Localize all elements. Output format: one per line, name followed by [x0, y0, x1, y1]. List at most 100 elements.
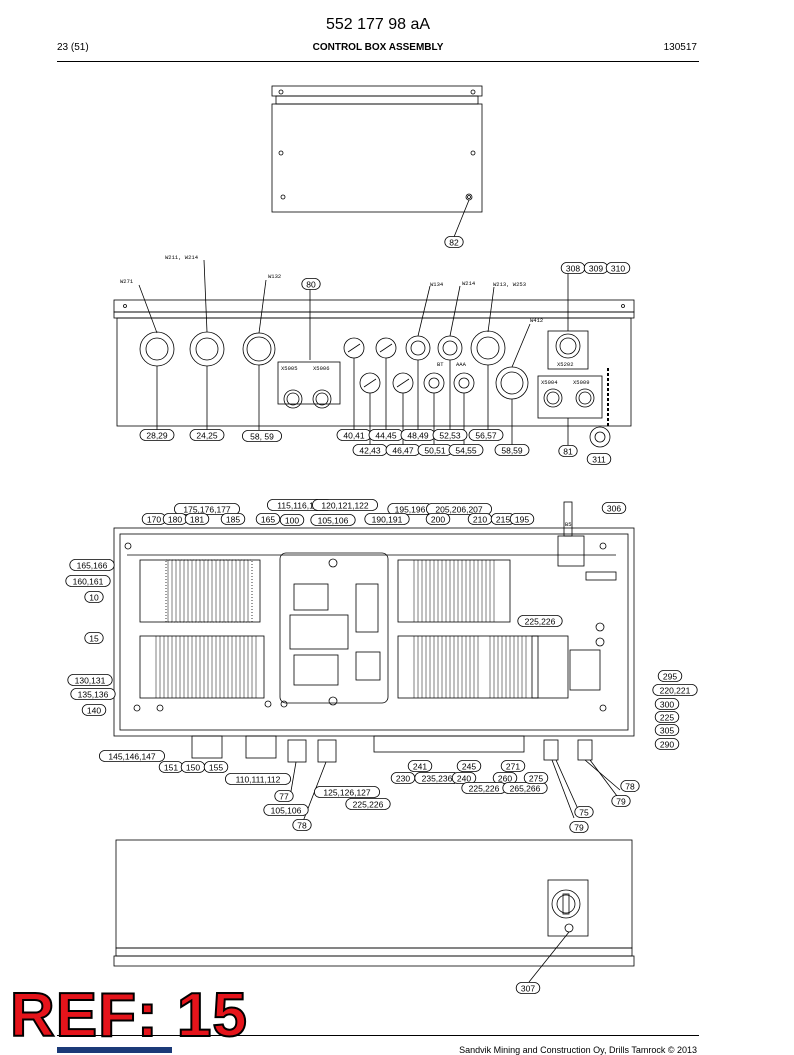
callout-number: 44,45 — [375, 431, 397, 441]
callout-number: 125,126,127 — [323, 788, 371, 798]
callout-number: 58,59 — [501, 446, 523, 456]
callout-number: 58, 59 — [250, 432, 274, 442]
callout-number: 79 — [616, 797, 626, 807]
callout-bubble: 48,49 — [400, 429, 436, 441]
callout-number: 308 — [566, 264, 580, 274]
label-w271: W271 — [120, 278, 134, 285]
callout-bubble: 135,136 — [70, 688, 116, 700]
callout-bubble: 54,55 — [448, 444, 484, 456]
callout-number: 48,49 — [407, 431, 429, 441]
callout-number: 115,116,117 — [277, 501, 323, 511]
callout-bubble: 165 — [255, 513, 281, 525]
callout-bubble: 130,131 — [67, 674, 113, 686]
callout-bubble: 310 — [605, 262, 631, 274]
callout-number: 130,131 — [75, 676, 106, 686]
callout-number: 151 — [164, 763, 178, 773]
callout-number: 160,161 — [73, 577, 104, 587]
callout-bubble: 290 — [654, 738, 680, 750]
label-w214: W214 — [462, 280, 476, 287]
label-x5004: X5004 — [541, 379, 558, 386]
callout-bubble: 15 — [84, 632, 104, 644]
callout-bubble: 275 — [523, 772, 549, 784]
callout-number: 205,206,207 — [435, 505, 483, 515]
callout-bubble: 155 — [203, 761, 229, 773]
callout-number: 290 — [660, 740, 674, 750]
callout-bubble: 44,45 — [368, 429, 404, 441]
callout-bubble: 225,226 — [461, 782, 507, 794]
callout-bubble: 245 — [456, 760, 482, 772]
sandvik-logo-bar — [57, 1047, 172, 1053]
callout-number: 165 — [261, 515, 275, 525]
callout-number: 75 — [579, 808, 589, 818]
callout-bubble: 82 — [444, 236, 464, 248]
callout-number: 210 — [473, 515, 487, 525]
callout-number: 42,43 — [359, 446, 381, 456]
callout-number: 185 — [226, 515, 240, 525]
document-number: 552 177 98 aA — [325, 16, 431, 33]
callout-number: 307 — [521, 984, 535, 994]
callout-bubble: 100 — [279, 514, 305, 526]
callout-bubble: 307 — [515, 982, 541, 994]
ref-stamp: REF: 15 — [9, 981, 248, 1050]
callout-number: 215 — [496, 515, 510, 525]
callout-number: 309 — [589, 264, 603, 274]
callout-bubble: 220,221 — [652, 684, 698, 696]
callout-number: 100 — [285, 516, 299, 526]
callout-number: 295 — [663, 672, 677, 682]
label-b5: B5 — [565, 521, 572, 528]
callout-number: 200 — [431, 515, 445, 525]
callout-number: 230 — [396, 774, 410, 784]
callout-number: 78 — [625, 782, 635, 792]
callout-number: 241 — [413, 762, 427, 772]
callout-number: 306 — [607, 504, 621, 514]
callout-bubble: 75 — [574, 806, 594, 818]
callout-bubble: 306 — [601, 502, 627, 514]
callout-bubble: 271 — [500, 760, 526, 772]
label-w213-w253: W213, W253 — [493, 281, 526, 288]
label-w132: W132 — [268, 273, 281, 280]
callout-bubble: 185 — [220, 513, 246, 525]
callout-bubble: 80 — [301, 278, 321, 290]
callout-bubble: 50,51 — [417, 444, 453, 456]
callout-number: 310 — [611, 264, 625, 274]
label-x5202: X5202 — [557, 361, 574, 368]
callout-number: 150 — [186, 763, 200, 773]
callout-bubble: 300 — [654, 698, 680, 710]
callout-number: 271 — [506, 762, 520, 772]
callout-bubble: 145,146,147 — [99, 750, 165, 762]
callout-number: 52,53 — [439, 431, 461, 441]
callout-bubble: 58, 59 — [241, 430, 282, 442]
callout-bubble: 140 — [81, 704, 107, 716]
callout-number: 245 — [462, 762, 476, 772]
callout-number: 81 — [563, 447, 573, 457]
callout-bubble: 10 — [84, 591, 104, 603]
callout-number: 78 — [297, 821, 307, 831]
callout-number: 54,55 — [455, 446, 477, 456]
callout-bubble: 260 — [492, 772, 518, 784]
callout-number: 56,57 — [475, 431, 497, 441]
section-title: CONTROL BOX ASSEMBLY — [312, 42, 444, 53]
label-x5005: X5005 — [281, 365, 298, 372]
callout-number: 195 — [515, 515, 529, 525]
top-cover-view — [271, 85, 483, 238]
callout-number: 155 — [209, 763, 223, 773]
callout-bubble: 79 — [569, 821, 589, 833]
callout-bubble: 56,57 — [468, 429, 504, 441]
label-w134: W134 — [430, 281, 444, 288]
callout-number: 225,226 — [525, 617, 556, 627]
callout-number: 240 — [457, 774, 471, 784]
footer-rule — [57, 1035, 699, 1036]
callout-bubble: 308 — [560, 262, 586, 274]
callout-bubble: 120,121,122 — [311, 499, 378, 511]
callout-bubble: 225 — [654, 711, 680, 723]
callout-number: 260 — [498, 774, 512, 784]
callout-bubble: 295 — [657, 670, 683, 682]
header-rule — [57, 61, 699, 62]
callout-number: 135,136 — [78, 690, 109, 700]
callout-bubble: 180 — [162, 513, 188, 525]
callout-bubble: 81 — [558, 445, 578, 457]
footer-copyright: Sandvik Mining and Construction Oy, Dril… — [459, 1045, 697, 1055]
callout-bubble: 205,206,207 — [425, 503, 492, 515]
callout-bubble: 24,25 — [189, 429, 225, 441]
